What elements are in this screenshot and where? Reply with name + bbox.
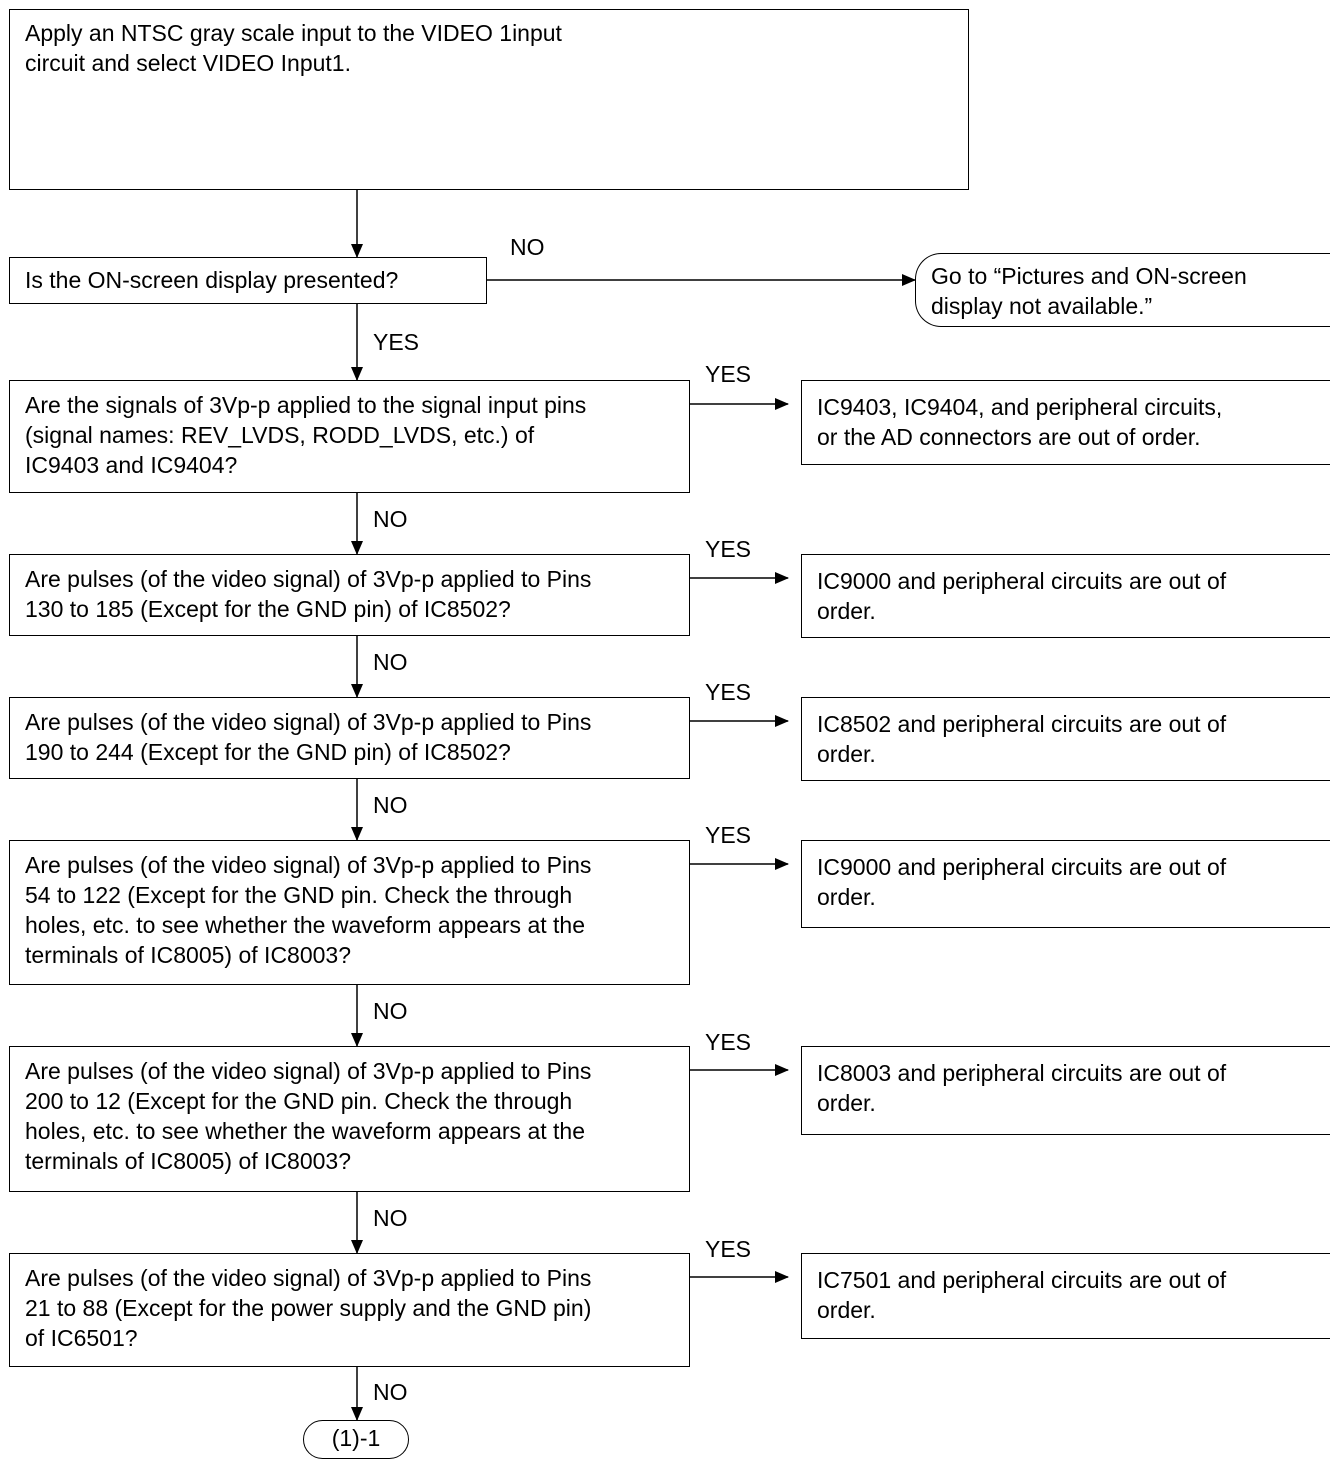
step5-question-box (9, 1046, 690, 1192)
step5-result-text: IC8003 and peripheral circuits are out o… (817, 1060, 1227, 1116)
step1-question-box (9, 380, 690, 493)
step6-result-box (801, 1253, 1330, 1339)
step3-question-text: Are pulses (of the video signal) of 3Vp-… (25, 709, 592, 765)
step3-no-label: NO (373, 792, 408, 818)
osd-no-label: NO (510, 234, 545, 260)
goto-terminal-text: Go to “Pictures and ON-screen display no… (931, 263, 1247, 319)
step4-result-box (801, 840, 1330, 928)
osd-question-box (9, 257, 487, 304)
step6-yes-label: YES (705, 1236, 752, 1262)
step6-question-text: Are pulses (of the video signal) of 3Vp-… (25, 1265, 592, 1351)
step4-no-label: NO (373, 998, 408, 1024)
step3-result-box (801, 697, 1330, 781)
step5-yes-label: YES (705, 1029, 752, 1055)
step1-no-label: NO (373, 506, 408, 532)
step2-no-label: NO (373, 649, 408, 675)
step3-question-box (9, 697, 690, 779)
step1-question-text: Are the signals of 3Vp-p applied to the … (25, 392, 587, 478)
osd-yes-label: YES (373, 329, 420, 355)
start-instruction-text: Apply an NTSC gray scale input to the VI… (25, 20, 562, 76)
step6-no-label: NO (373, 1379, 408, 1405)
step2-question-box (9, 554, 690, 636)
step5-question-text: Are pulses (of the video signal) of 3Vp-… (25, 1058, 592, 1174)
step5-result-box (801, 1046, 1330, 1135)
step2-result-text: IC9000 and peripheral circuits are out o… (817, 568, 1227, 624)
step1-result-box (801, 380, 1330, 465)
goto-terminal-box (915, 253, 1330, 327)
end-connector: (1)-1 (303, 1420, 409, 1459)
step3-yes-label: YES (705, 679, 752, 705)
step4-result-text: IC9000 and peripheral circuits are out o… (817, 854, 1227, 910)
osd-question-text: Is the ON-screen display presented? (25, 267, 399, 293)
step2-yes-label: YES (705, 536, 752, 562)
step2-result-box (801, 554, 1330, 638)
step3-result-text: IC8502 and peripheral circuits are out o… (817, 711, 1227, 767)
step6-question-box (9, 1253, 690, 1367)
start-instruction-box (9, 9, 969, 190)
step6-result-text: IC7501 and peripheral circuits are out o… (817, 1267, 1227, 1323)
step4-question-text: Are pulses (of the video signal) of 3Vp-… (25, 852, 592, 968)
step1-result-text: IC9403, IC9404, and peripheral circuits,… (817, 394, 1223, 450)
step2-question-text: Are pulses (of the video signal) of 3Vp-… (25, 566, 592, 622)
step4-question-box (9, 840, 690, 985)
step4-yes-label: YES (705, 822, 752, 848)
step5-no-label: NO (373, 1205, 408, 1231)
step1-yes-label: YES (705, 361, 752, 387)
